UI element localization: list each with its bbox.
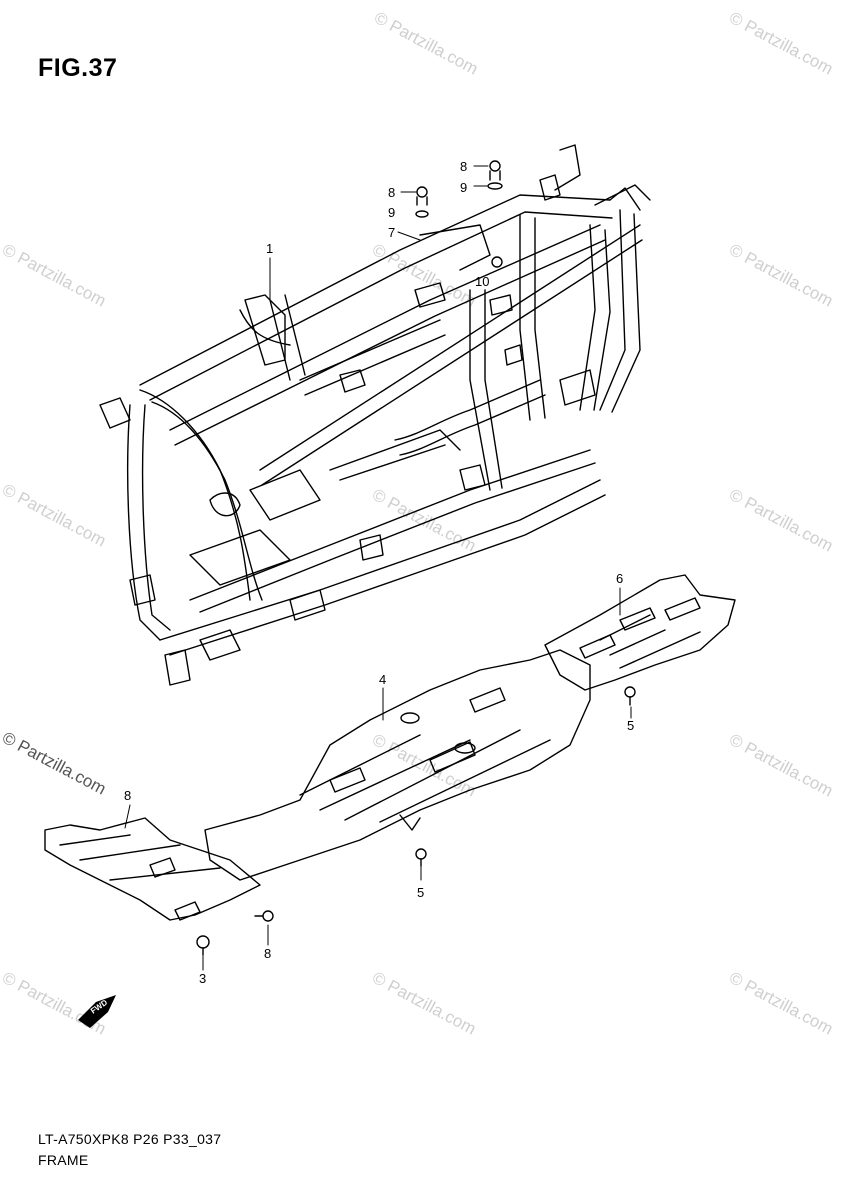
callout-3: 3 [199, 971, 206, 986]
diagram-name: FRAME [38, 1152, 89, 1168]
skid-plate-bolts-drawing [196, 686, 636, 956]
callout-1: 1 [266, 241, 273, 256]
callout-10: 10 [475, 274, 489, 289]
callout-5: 5 [627, 718, 634, 733]
callout-9: 9 [460, 180, 467, 195]
leader-lines [124, 165, 632, 971]
callout-5: 5 [417, 885, 424, 900]
main-frame-drawing [99, 144, 651, 686]
rear-skid-plate-drawing [544, 574, 736, 691]
forward-arrow-icon: FWD [78, 995, 116, 1028]
bolt-hardware-drawing [415, 160, 503, 268]
callout-4: 4 [379, 672, 386, 687]
callout-8: 8 [460, 159, 467, 174]
callout-7: 7 [388, 225, 395, 240]
front-skid-plate-drawing [44, 817, 261, 921]
figure-title: FIG.37 [38, 54, 118, 82]
diagram-code: LT-A750XPK8 P26 P33_037 [38, 1131, 222, 1147]
callout-9: 9 [388, 205, 395, 220]
center-skid-plate-drawing [204, 649, 591, 881]
callout-8: 8 [124, 788, 131, 803]
callout-8: 8 [264, 946, 271, 961]
callout-8: 8 [388, 185, 395, 200]
callout-6: 6 [616, 571, 623, 586]
